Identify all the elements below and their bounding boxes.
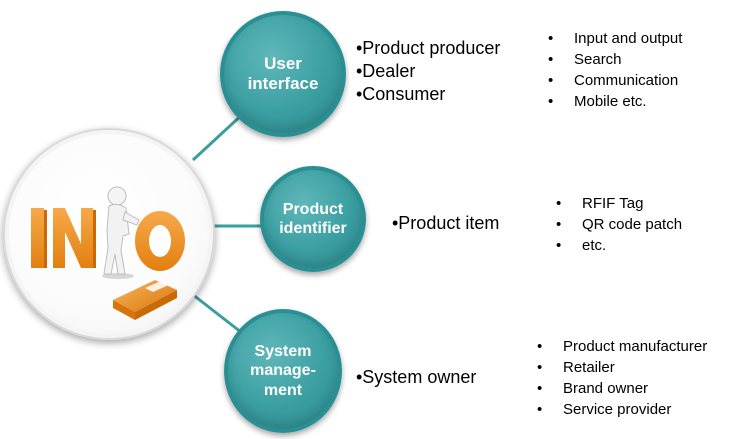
person-arm [122, 211, 140, 226]
bullet: • [556, 237, 562, 254]
bullet: • [556, 216, 562, 233]
person-pushing-letters-info-graphic [31, 186, 185, 320]
list-item: •Product producer [356, 38, 501, 58]
node-title-line: User [264, 53, 302, 73]
system-management-roles-list: • Product manufacturer • Retailer • Brand o… [537, 336, 707, 420]
bullet: • [548, 30, 554, 47]
bullet: • [548, 72, 554, 89]
person-head [107, 186, 127, 206]
list-item: • RFIF Tag [556, 193, 682, 214]
node-system-management: System manage- ment [224, 309, 342, 433]
bullet: • [537, 380, 543, 397]
bullet: • [537, 338, 543, 355]
product-identifier-tags-list: • RFIF Tag • QR code patch • etc. [556, 193, 682, 256]
node-title-line: manage- [250, 362, 316, 380]
user-interface-functions-list: • Input and output • Search • Communication… [548, 28, 682, 112]
list-item: • Brand owner [537, 378, 707, 399]
list-item: •Dealer [356, 61, 416, 81]
list-item: • Input and output [548, 28, 682, 49]
list-item: • QR code patch [556, 214, 682, 235]
node-product-identifier: Product identifier [260, 166, 366, 272]
list-item-text: Brand owner [563, 380, 649, 397]
bullet: • [548, 93, 554, 110]
letter-n-shape [53, 208, 93, 268]
node-title-line: identifier [279, 220, 347, 237]
letter-i-shape [31, 208, 44, 268]
connector-system-management [191, 292, 247, 338]
info-hub-circle [3, 128, 215, 340]
list-item: • Communication [548, 70, 682, 91]
bullet: • [556, 195, 562, 212]
list-item-text: Input and output [574, 30, 683, 47]
list-item: • Service provider [537, 399, 707, 420]
list-item-text: Retailer [563, 359, 615, 376]
node-user-interface: User interface [220, 11, 346, 137]
product-identifier-actors-list: •Product item [392, 212, 499, 235]
list-item: •System owner [356, 367, 477, 387]
list-item: • Product manufacturer [537, 336, 707, 357]
bullet: • [537, 401, 543, 418]
node-title-line: ment [263, 381, 303, 399]
list-item: • Search [548, 49, 682, 70]
list-item-text: Mobile etc. [574, 93, 647, 110]
user-interface-actors-list: •Product producer •Dealer •Consumer [356, 37, 500, 106]
list-item-text: Service provider [563, 401, 672, 418]
list-item-text: Communication [574, 72, 679, 89]
list-item: • Retailer [537, 357, 707, 378]
bullet: • [537, 359, 543, 376]
list-item-text: Product manufacturer [563, 338, 708, 355]
node-title-line: Product [282, 200, 344, 218]
list-item-text: RFIF Tag [582, 195, 644, 212]
list-item-text: QR code patch [582, 216, 683, 233]
list-item: •Product item [392, 213, 500, 233]
node-title-line: interface [247, 74, 319, 93]
connector-user-interface [191, 110, 247, 162]
list-item: • etc. [556, 235, 682, 256]
list-item-text: etc. [582, 237, 607, 254]
list-item-text: Search [574, 51, 622, 68]
node-title-line: System [254, 343, 312, 361]
list-item: •Consumer [356, 84, 446, 104]
system-management-actors-list: •System owner [356, 366, 476, 389]
list-item: • Mobile etc. [548, 91, 682, 112]
bullet: • [548, 51, 554, 68]
